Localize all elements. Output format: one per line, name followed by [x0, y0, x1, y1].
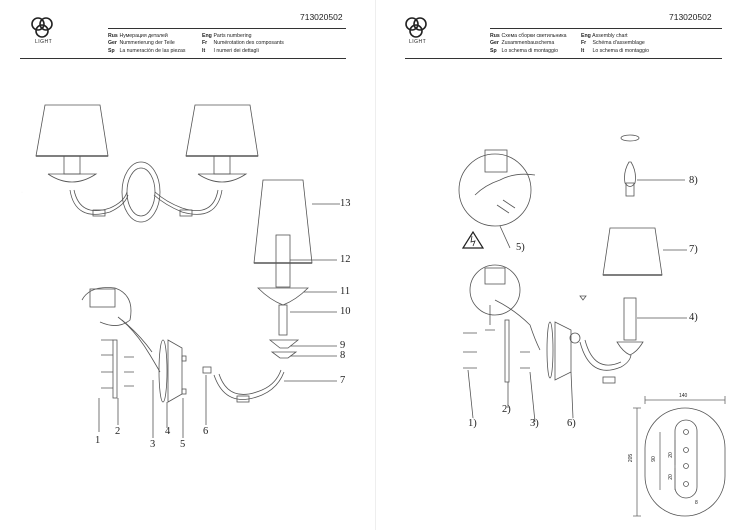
- part-number: 12: [340, 254, 351, 265]
- header-col-1: Rus Схема сборки светильника Ger Zusamme…: [490, 33, 567, 54]
- part-number: 8): [689, 175, 698, 186]
- part-number: 5): [516, 242, 525, 253]
- assembly-drawing-right: [458, 134, 726, 517]
- header-fr: Numérotation des composants: [213, 40, 284, 47]
- header-rus: Нумерация деталей: [119, 33, 168, 39]
- dimension-d4: 8: [695, 500, 698, 506]
- header-col-1: Rus Нумерация деталей Ger Nummerierung d…: [108, 33, 186, 54]
- header-ger: Nummerierung der Teile: [119, 40, 175, 47]
- header-rule-top: [108, 28, 346, 29]
- part-number: 6): [567, 418, 576, 429]
- part-number: 2: [115, 426, 121, 437]
- dimension-width: 140: [679, 393, 688, 399]
- logo-mark: [405, 17, 427, 38]
- part-number: 3): [530, 418, 539, 429]
- part-number: 6: [203, 426, 209, 437]
- part-number: 5: [180, 439, 186, 450]
- sconce-drawing-left: [21, 104, 340, 438]
- part-number: 2): [502, 404, 511, 415]
- header-sp: La numeración de las piezas: [119, 47, 186, 54]
- part-number: 1: [95, 435, 101, 446]
- header-fr: Schéma d'assemblage: [592, 40, 645, 47]
- part-number: 3: [150, 439, 156, 450]
- part-number: 13: [340, 198, 351, 209]
- part-number: 9: [340, 340, 346, 351]
- part-number: 1): [468, 418, 477, 429]
- header-it: I numeri dei dettagli: [213, 47, 259, 54]
- header-rule-bottom: [405, 58, 722, 59]
- part-number: 11: [340, 286, 351, 297]
- header-rule-bottom: [20, 58, 346, 59]
- part-number: 4): [689, 312, 698, 323]
- dimension-d2: 20: [667, 452, 674, 458]
- logo-mark: [31, 17, 53, 38]
- dimension-d1: 90: [650, 456, 657, 462]
- left-page: LIGHT 713020502 Rus Нумерация деталей Ge…: [20, 12, 351, 450]
- part-number: 7): [689, 244, 698, 255]
- header-sp: Lo schema di montaggio: [501, 47, 558, 54]
- doc-number: 713020502: [669, 12, 712, 22]
- header-col-2: Eng Assembly chart Fr Schéma d'assemblag…: [581, 33, 649, 54]
- header-col-2: Eng Parts numbering Fr Numérotation des …: [202, 33, 284, 54]
- header-rus: Схема сборки светильника: [501, 33, 567, 39]
- logo-text: LIGHT: [35, 39, 53, 45]
- part-number: 4: [165, 426, 171, 437]
- part-number: 8: [340, 350, 346, 361]
- dimension-height: 205: [628, 453, 635, 463]
- part-number: 7: [340, 375, 346, 386]
- header-ger: Zusammenbauschema: [501, 40, 555, 47]
- header-it: Lo schema di montaggio: [592, 47, 649, 54]
- doc-number: 713020502: [300, 12, 343, 22]
- part-number: 10: [340, 306, 351, 317]
- logo-text: LIGHT: [409, 39, 427, 45]
- header-eng: Parts numbering: [213, 33, 252, 39]
- right-page: LIGHT 713020502 Rus Схема сборки светиль…: [375, 0, 750, 530]
- header-eng: Assembly chart: [592, 33, 628, 39]
- page-fold: [375, 0, 376, 530]
- dimension-d3: 20: [667, 474, 674, 480]
- header-rule-top: [490, 28, 722, 29]
